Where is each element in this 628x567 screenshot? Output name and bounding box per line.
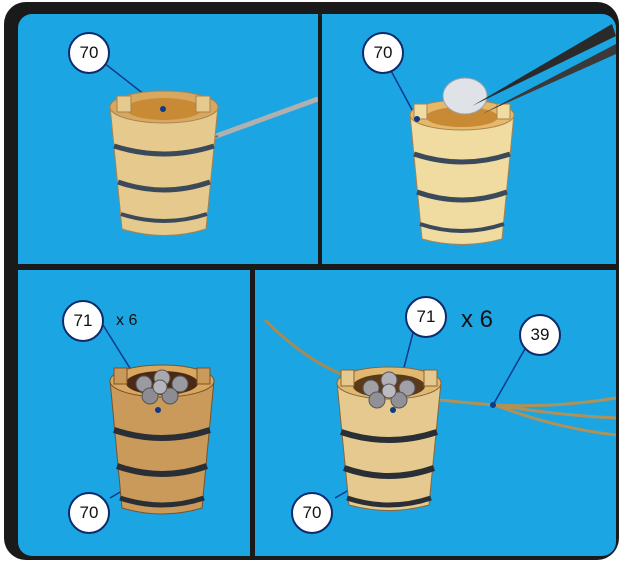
bucket-icon (337, 382, 441, 511)
part-callout-39: 39 (519, 314, 561, 356)
part-callout-70: 70 (291, 492, 333, 534)
step-panel-3: 71 x 6 70 (18, 270, 250, 556)
step-panel-2: 70 (322, 14, 616, 264)
part-callout-70: 70 (362, 32, 404, 74)
tool-icon (208, 99, 318, 139)
quantity-multiplier: x 6 (461, 306, 493, 334)
step-panel-1: 70 (18, 14, 318, 264)
bucket-icon (110, 380, 214, 514)
part-callout-70: 70 (68, 492, 110, 534)
bucket-illustration (18, 14, 318, 264)
instruction-frame: 70 70 (4, 2, 619, 560)
part-callout-70: 70 (68, 32, 110, 74)
part-callout-71: 71 (405, 296, 447, 338)
step-panel-4: 71 x 6 39 70 (255, 270, 616, 556)
cotton-icon (443, 78, 487, 114)
tweezers-icon (472, 24, 616, 106)
part-callout-71: 71 (62, 300, 104, 342)
quantity-multiplier: x 6 (116, 312, 137, 330)
